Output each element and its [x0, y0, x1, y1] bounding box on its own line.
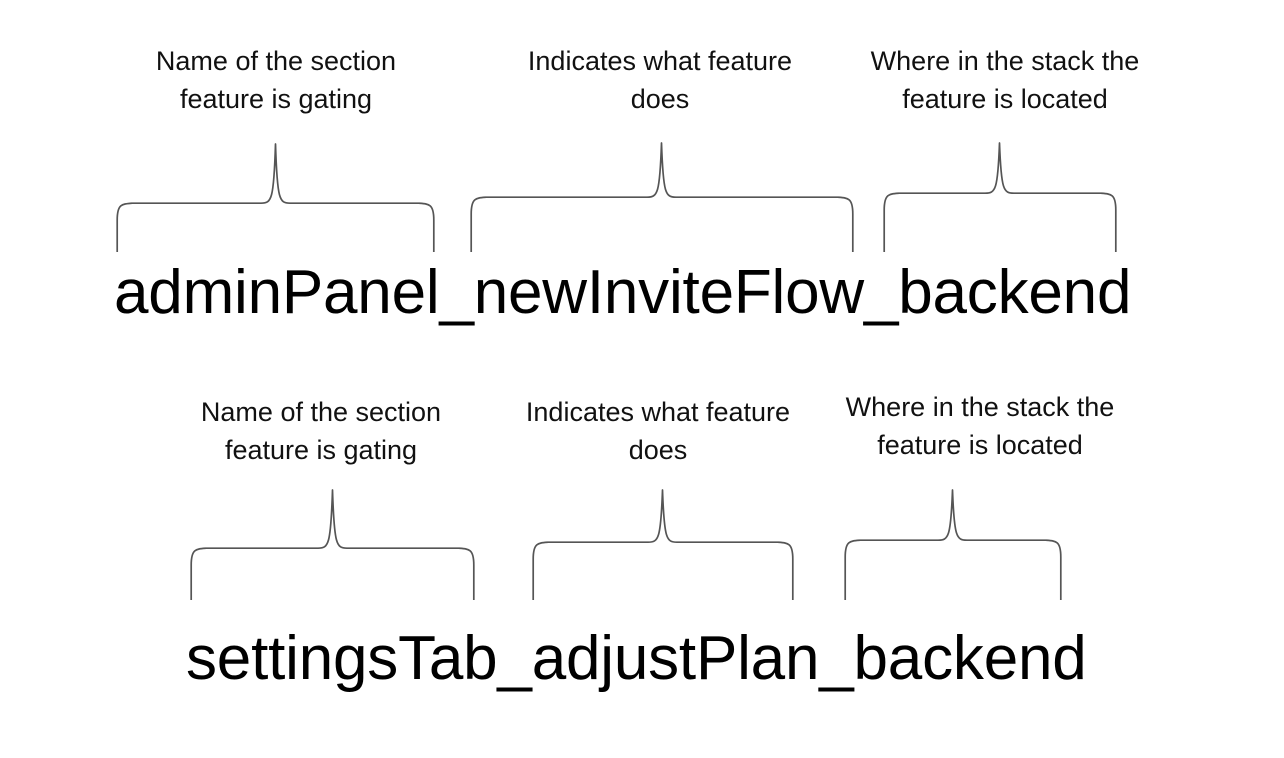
brace-icon-stack-location-row1	[883, 142, 1117, 252]
feature-flag-string-row1: adminPanel_newInviteFlow_backend	[114, 258, 1132, 327]
feature-flag-string-row2: settingsTab_adjustPlan_backend	[186, 624, 1087, 693]
brace-icon-feature-purpose-row1	[470, 142, 854, 252]
caption-stack-location-row2: Where in the stack the feature is locate…	[845, 392, 1115, 461]
brace-icon-section-name-row2	[190, 489, 475, 600]
caption-stack-location-row1: Where in the stack the feature is locate…	[870, 46, 1140, 115]
caption-feature-purpose-row1: Indicates what feature does	[527, 46, 793, 115]
caption-section-name-row1: Name of the section feature is gating	[155, 46, 397, 115]
caption-feature-purpose-row2: Indicates what feature does	[525, 397, 791, 466]
caption-section-name-row2: Name of the section feature is gating	[200, 397, 442, 466]
brace-icon-stack-location-row2	[844, 489, 1062, 600]
brace-icon-section-name-row1	[116, 142, 435, 252]
brace-icon-feature-purpose-row2	[532, 489, 794, 600]
